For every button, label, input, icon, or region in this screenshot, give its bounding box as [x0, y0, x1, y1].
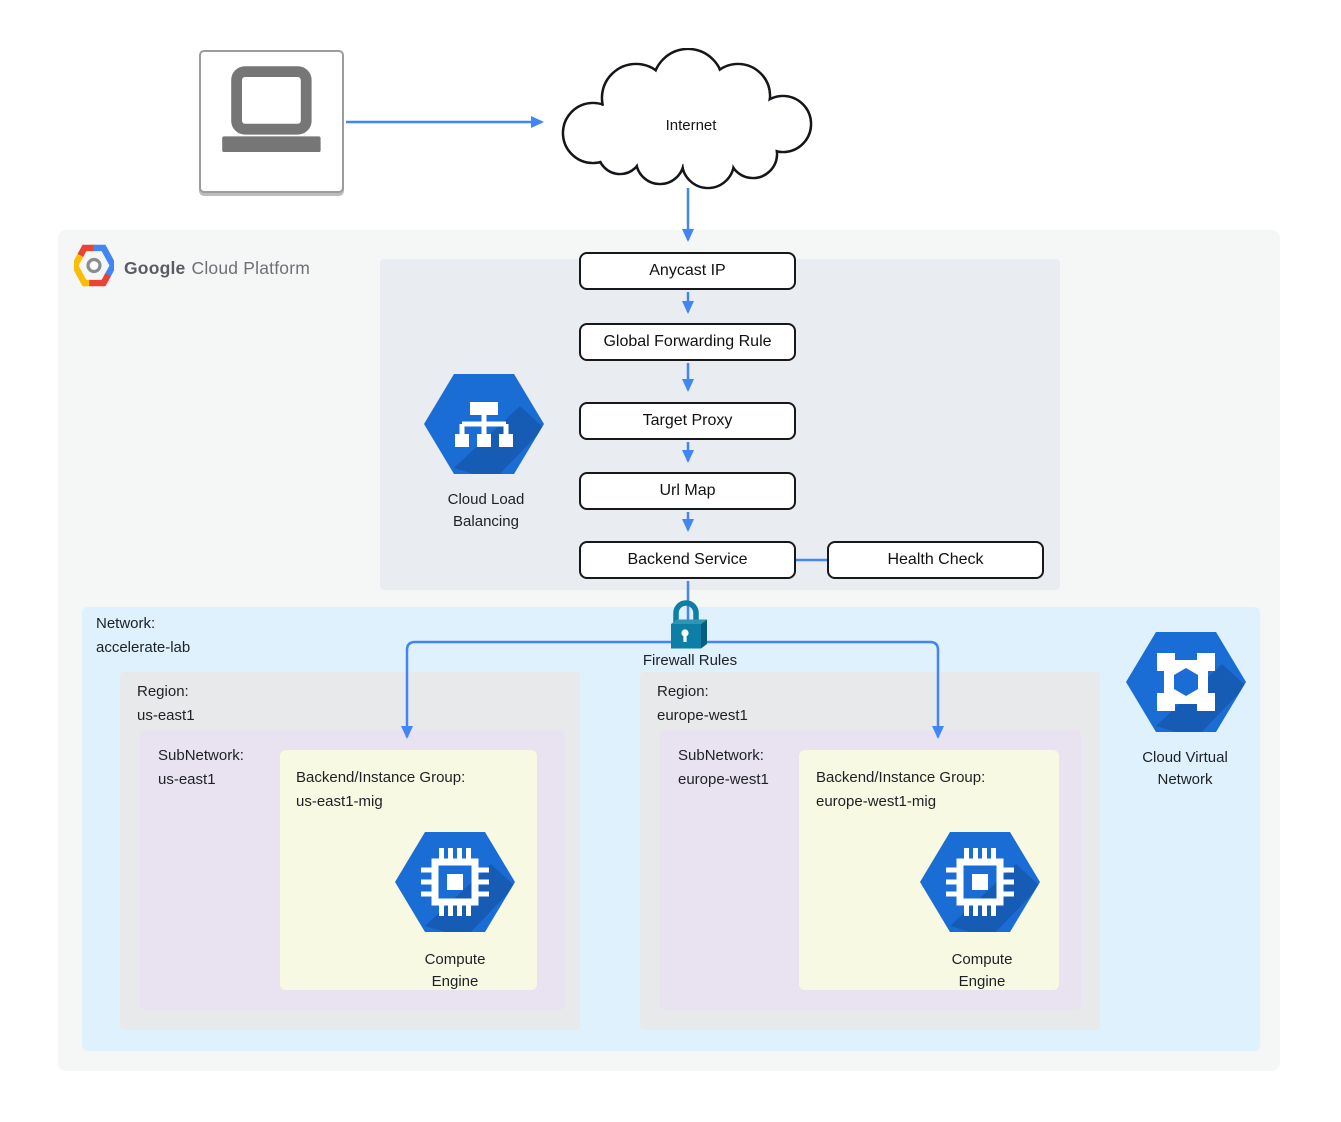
network-label-name: accelerate-lab: [96, 639, 191, 656]
url-map-box: Url Map: [579, 472, 796, 510]
cloud-virtual-network-label: Cloud Virtual Network: [1095, 747, 1275, 791]
instance-group-label-europe-west1: Backend/Instance Group: europe-west1-mig: [816, 766, 985, 814]
region-label-us-east1: Region: us-east1: [137, 680, 195, 728]
anycast-ip-box: Anycast IP: [579, 252, 796, 290]
global-forwarding-rule-box: Global Forwarding Rule: [579, 323, 796, 361]
network-label-title: Network:: [96, 615, 156, 632]
group-name: europe-west1-mig: [816, 793, 937, 810]
compute-engine-label-europe-west1: Compute Engine: [902, 949, 1062, 993]
region-title: Region:: [137, 683, 189, 700]
network-label: Network: accelerate-lab: [96, 612, 190, 660]
group-name: us-east1-mig: [296, 793, 383, 810]
internet-label: Internet: [666, 117, 718, 134]
backend-service-box: Backend Service: [579, 541, 796, 579]
health-check-box: Health Check: [827, 541, 1044, 579]
firewall-rules-label: Firewall Rules: [642, 652, 738, 669]
region-name: us-east1: [137, 707, 195, 724]
subnet-title: SubNetwork:: [158, 747, 244, 764]
group-title: Backend/Instance Group:: [296, 769, 466, 786]
instance-group-label-us-east1: Backend/Instance Group: us-east1-mig: [296, 766, 465, 814]
subnet-title: SubNetwork:: [678, 747, 764, 764]
subnet-name: us-east1: [158, 771, 216, 788]
logo-word-google: Google: [124, 257, 186, 278]
padlock-icon: [663, 594, 713, 659]
engine-label-line1: Compute: [424, 951, 486, 968]
cloud-virtual-network-icon: [1126, 630, 1246, 739]
internet-cloud: Internet: [561, 48, 813, 190]
compute-engine-icon-europe-west1: [920, 830, 1040, 939]
region-label-europe-west1: Region: europe-west1: [657, 680, 748, 728]
cloud-load-balancing-label: Cloud Load Balancing: [396, 489, 576, 533]
clb-label-line2: Balancing: [453, 513, 519, 530]
client-device-box: [199, 50, 344, 193]
compute-engine-icon-us-east1: [395, 830, 515, 939]
subnetwork-label-us-east1: SubNetwork: us-east1: [158, 744, 244, 792]
region-title: Region:: [657, 683, 709, 700]
engine-label-line1: Compute: [951, 951, 1013, 968]
subnet-name: europe-west1: [678, 771, 769, 788]
region-name: europe-west1: [657, 707, 748, 724]
clb-label-line1: Cloud Load: [447, 491, 525, 508]
logo-word-cloud-platform: Cloud Platform: [191, 257, 311, 278]
engine-label-line2: Engine: [431, 973, 479, 990]
cloud-load-balancing-icon: [424, 372, 544, 481]
subnetwork-label-europe-west1: SubNetwork: europe-west1: [678, 744, 769, 792]
cvn-label-line1: Cloud Virtual: [1142, 749, 1228, 766]
gcp-hexagon-logo-icon: [71, 244, 117, 292]
compute-engine-label-us-east1: Compute Engine: [375, 949, 535, 993]
laptop-icon: [209, 62, 335, 181]
cvn-label-line2: Network: [1157, 771, 1213, 788]
target-proxy-box: Target Proxy: [579, 402, 796, 440]
group-title: Backend/Instance Group:: [816, 769, 986, 786]
engine-label-line2: Engine: [958, 973, 1006, 990]
